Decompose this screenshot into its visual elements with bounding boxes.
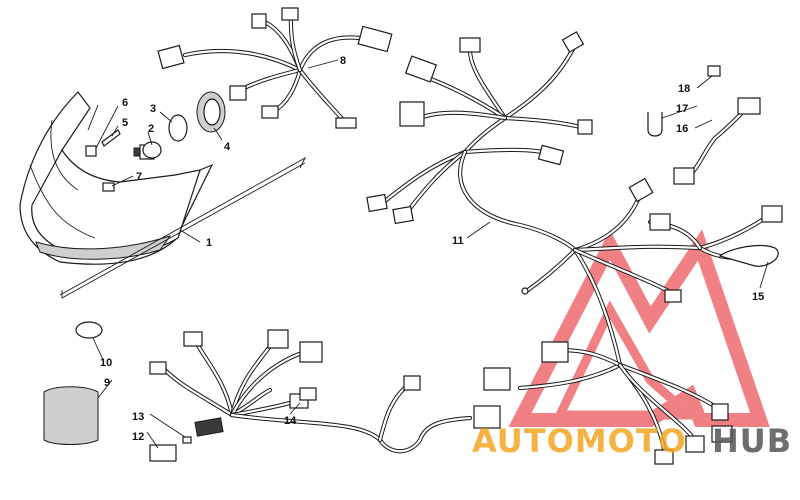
callout-labels: 1 2 3 4 5 6 7 8 9 10 11 12 13 14 15 16 1… <box>100 55 764 443</box>
harness-8 <box>157 7 393 129</box>
callout-12: 12 <box>132 431 144 443</box>
callout-2: 2 <box>148 123 154 135</box>
callout-1: 1 <box>206 237 212 249</box>
leader-lines <box>92 59 769 449</box>
callout-18: 18 <box>678 83 690 95</box>
assembly-bracket-line-lower <box>61 162 306 299</box>
callout-6: 6 <box>122 97 128 109</box>
band-10 <box>75 321 103 339</box>
callout-11: 11 <box>452 235 464 247</box>
relay-12 <box>149 444 177 462</box>
callout-4: 4 <box>224 141 231 153</box>
callout-15: 15 <box>752 291 764 303</box>
callout-5: 5 <box>122 117 128 129</box>
tube-sleeve-9 <box>43 386 99 445</box>
rubber-boot <box>196 91 226 133</box>
callout-16: 16 <box>676 123 688 135</box>
clip <box>85 145 97 157</box>
watermark-text-hub: HUB <box>712 422 792 460</box>
callout-3: 3 <box>150 103 156 115</box>
watermark-text-automoto: AUTOMOTO <box>472 422 687 460</box>
callout-17: 17 <box>676 103 688 115</box>
callout-9: 9 <box>104 377 110 389</box>
callout-8: 8 <box>340 55 346 67</box>
bulb <box>133 141 162 160</box>
callout-7: 7 <box>136 171 142 183</box>
harness-11 <box>366 31 783 465</box>
callout-13: 13 <box>132 411 144 423</box>
wire-clip-17 <box>647 112 663 137</box>
grommet-18 <box>707 65 721 77</box>
headlight-assembly <box>19 91 214 265</box>
fuse-13 <box>182 436 192 444</box>
callout-10: 10 <box>100 357 112 369</box>
watermark-text: AUTOMOTO HUB <box>472 422 792 460</box>
retaining-ring <box>168 114 188 142</box>
sensor-lead-16 <box>673 97 761 185</box>
screw <box>101 129 121 147</box>
small-bulb <box>102 182 115 192</box>
harness-14 <box>149 329 473 454</box>
callout-14: 14 <box>284 415 297 427</box>
